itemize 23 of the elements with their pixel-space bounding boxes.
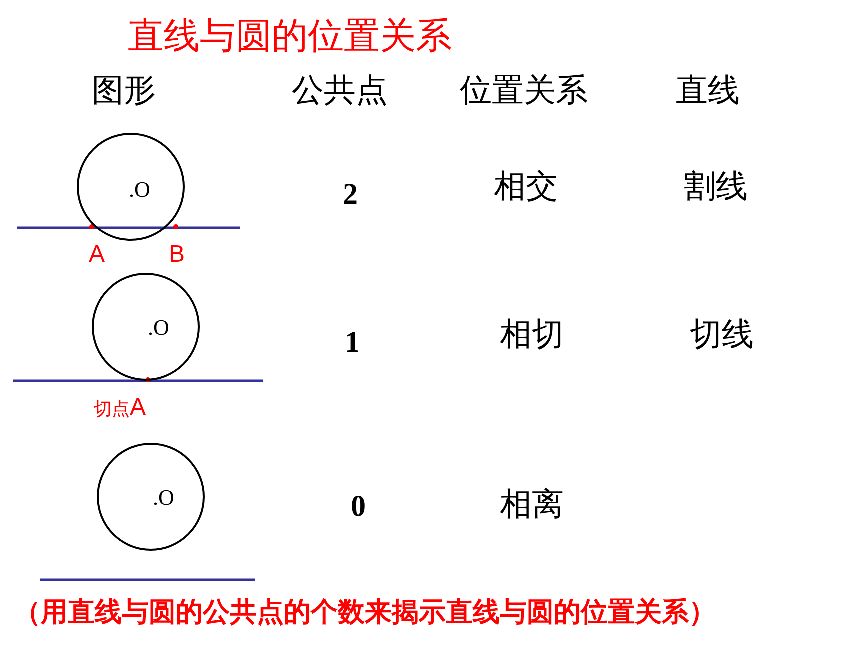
point-label: B bbox=[169, 243, 186, 267]
center-label: .O bbox=[153, 485, 174, 511]
center-label: .O bbox=[148, 315, 170, 341]
caption: （用直线与圆的公共点的个数来揭示直线与圆的位置关系） bbox=[14, 596, 716, 630]
circle bbox=[97, 443, 205, 551]
count-value: 0 bbox=[351, 492, 366, 522]
relation-text: 相切 bbox=[500, 318, 564, 350]
title: 直线与圆的位置关系 bbox=[128, 15, 452, 59]
circle bbox=[92, 273, 200, 381]
count-value: 1 bbox=[345, 328, 360, 358]
line-type-text: 割线 bbox=[684, 170, 748, 202]
column-header: 直线 bbox=[676, 74, 740, 106]
relation-text: 相离 bbox=[500, 488, 564, 520]
column-header: 图形 bbox=[92, 74, 156, 106]
circle bbox=[77, 133, 185, 241]
point-label: 切点A bbox=[94, 396, 146, 420]
column-header: 位置关系 bbox=[460, 74, 588, 106]
line-type-text: 切线 bbox=[690, 318, 754, 350]
column-header: 公共点 bbox=[292, 74, 388, 106]
count-value: 2 bbox=[343, 180, 358, 210]
relation-text: 相交 bbox=[494, 170, 558, 202]
center-label: .O bbox=[129, 177, 150, 203]
point-label: A bbox=[89, 243, 106, 267]
